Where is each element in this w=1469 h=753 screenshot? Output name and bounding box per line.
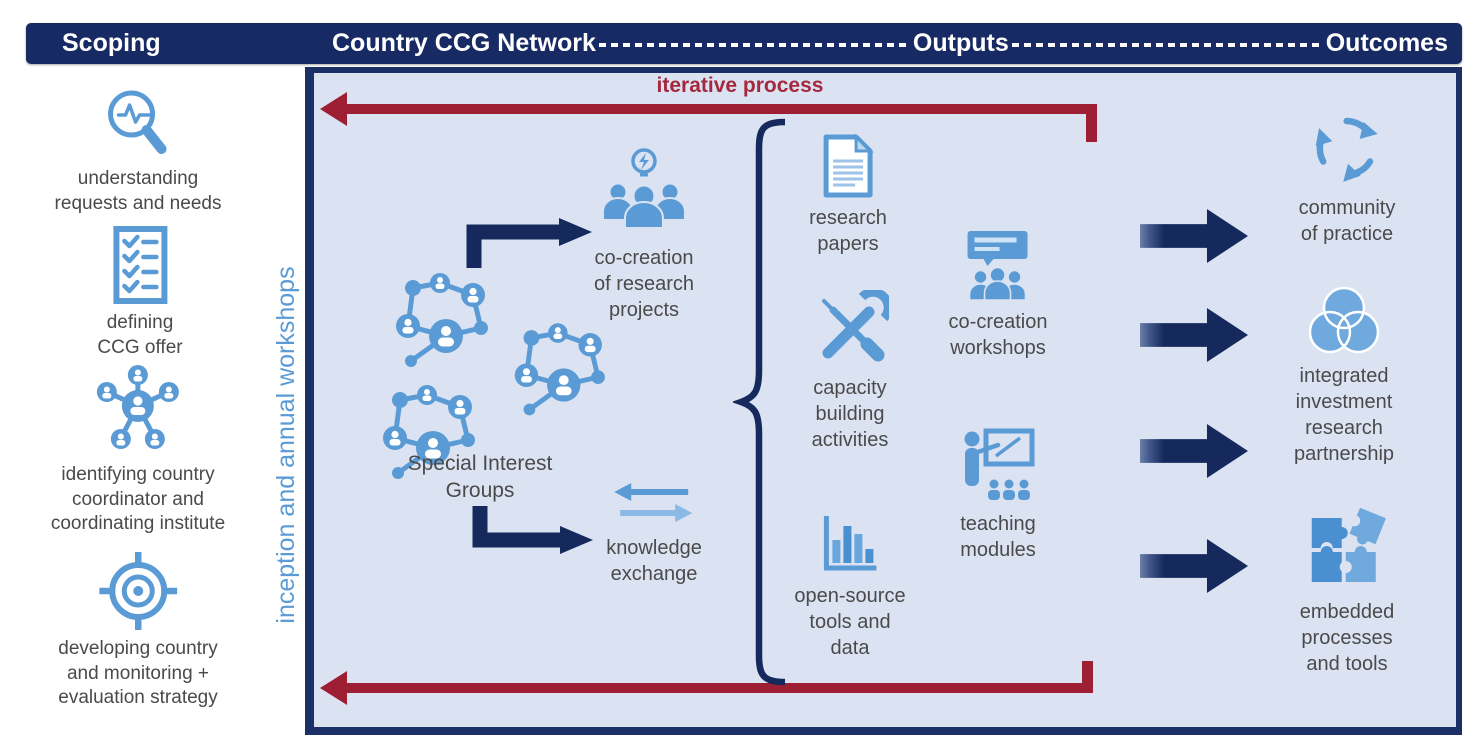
special-interest-groups-label: Special Interest Groups [407,452,553,503]
scoping-item-defining: defining CCG offer [97,226,183,360]
workshop-presentation-icon [968,231,1028,301]
puzzle-icon [1312,507,1387,582]
bar-chart-icon [823,516,876,571]
outcome-embedded: embedded processes and tools [1299,504,1395,677]
exchange-arrows-icon [614,483,692,522]
output-label: capacity building activities [811,377,889,451]
output-label: open-source tools and data [794,585,906,659]
outcome-community: community of practice [1298,108,1396,247]
iterative-process-label: iterative process [656,74,824,97]
outcome-integrated: integrated investment research partnersh… [1294,286,1394,467]
scoping-item-understanding: understanding requests and needs [54,86,222,216]
scoping-item-developing: developing country and monitoring + eval… [58,552,218,711]
people-lightbulb-icon [602,148,686,229]
scoping-item-label: developing country and monitoring + eval… [58,638,218,709]
output-teaching-modules: teaching modules [960,426,1036,563]
output-cocreation-workshops: co-creation workshops [948,228,1048,361]
header-country-ccg-network: Country CCG Network [332,29,596,57]
knowledge-exchange-label: knowledge exchange [606,537,702,585]
iterative-arrow-bottom-stub [1082,661,1093,693]
iterative-arrow-bottom [345,683,1093,693]
people-network-icon [97,365,179,449]
scoping-item-label: identifying country coordinator and coor… [50,464,226,535]
output-label: teaching modules [960,513,1036,561]
header-scoping: Scoping [62,29,161,57]
outcome-label: embedded processes and tools [1299,601,1395,675]
iterative-arrow-top-stub [1086,104,1097,142]
output-label: research papers [809,207,887,255]
header-dashes-2 [1011,42,1323,47]
header-stage-labels: Country CCG Network Outputs Outcomes [332,23,1448,64]
tools-icon [822,290,889,362]
arrow-sig-to-cocreation [466,218,592,268]
outcome-label: community of practice [1298,197,1396,245]
iterative-arrowhead-bottom [320,671,347,705]
inception-workshops-vertical-label: inception and annual workshops [272,266,300,624]
arrow-sig-to-knowledge [472,506,593,554]
outcome-label: integrated investment research partnersh… [1293,365,1395,465]
knowledge-exchange-node: knowledge exchange [606,480,702,587]
scoping-item-identifying: identifying country coordinator and coor… [51,362,225,537]
output-open-source: open-source tools and data [794,512,906,661]
cocreation-research-label: co-creation of research projects [593,247,695,321]
document-icon [823,134,874,198]
cycle-arrows-icon [1307,108,1387,188]
venn-circles-icon [1308,286,1380,354]
magnifier-pulse-icon [108,90,167,154]
checklist-icon [113,226,167,304]
iterative-arrowhead-top [320,92,347,126]
header-bar: Scoping Country CCG Network Outputs Outc… [26,23,1462,64]
output-label: co-creation workshops [948,311,1048,359]
scoping-item-label: defining CCG offer [97,312,183,358]
output-research-papers: research papers [809,134,887,257]
header-outcomes: Outcomes [1325,29,1448,57]
header-outputs: Outputs [912,29,1009,57]
output-capacity-building: capacity building activities [811,290,889,453]
outputs-brace [733,118,786,686]
scoping-item-label: understanding requests and needs [54,168,222,214]
teaching-icon [964,428,1035,500]
header-dashes-1 [598,42,910,47]
network-panel [305,67,1462,735]
target-icon [99,552,177,630]
cocreation-research-node: co-creation of research projects [594,146,694,323]
iterative-arrow-top [345,104,1097,114]
